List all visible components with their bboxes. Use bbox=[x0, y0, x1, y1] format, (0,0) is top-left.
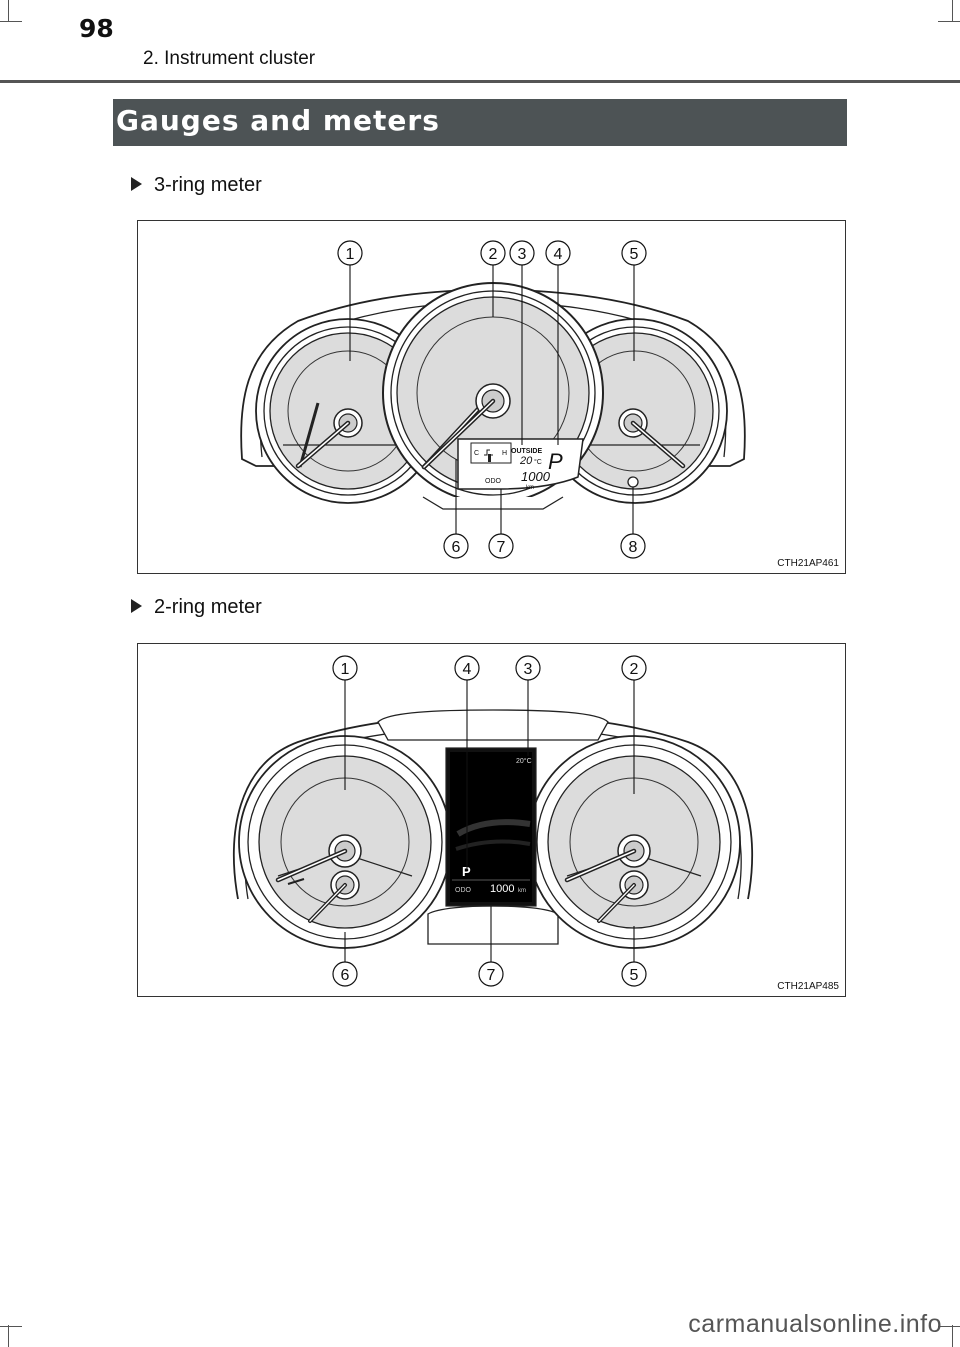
callout-6 bbox=[443, 533, 469, 559]
callout-2 bbox=[621, 655, 647, 681]
callout-label: 3 bbox=[524, 661, 533, 678]
figure-code: CTH21AP485 bbox=[777, 981, 839, 992]
callout-5 bbox=[621, 240, 647, 266]
callout-label: 8 bbox=[629, 539, 638, 556]
callout-label: 1 bbox=[346, 246, 355, 263]
display-temp-unit: °C bbox=[534, 458, 542, 466]
header-rule bbox=[0, 80, 960, 83]
figure-3-ring-meter: C H OUTSIDE 20 °C P ODO 1000 km 1 2 3 4 … bbox=[137, 220, 846, 574]
section-bar bbox=[113, 99, 847, 146]
callout-label: 2 bbox=[489, 246, 498, 263]
display-odo-value: 1000 bbox=[490, 883, 514, 895]
callout-label: 5 bbox=[630, 967, 639, 984]
callout-label: 6 bbox=[341, 967, 350, 984]
callout-3 bbox=[509, 240, 535, 266]
callout-6 bbox=[332, 961, 358, 987]
subsection-label: 3-ring meter bbox=[154, 174, 262, 196]
footer-watermark: carmanualsonline.info bbox=[688, 1310, 942, 1338]
display-gear-indicator: P bbox=[462, 864, 471, 879]
callout-4 bbox=[454, 655, 480, 681]
callout-label: 4 bbox=[554, 246, 563, 263]
callout-label: 1 bbox=[341, 661, 350, 678]
crop-mark bbox=[938, 21, 960, 22]
crop-mark bbox=[952, 0, 953, 22]
callout-label: 6 bbox=[452, 539, 461, 556]
callout-3 bbox=[515, 655, 541, 681]
callout-7 bbox=[478, 961, 504, 987]
crop-mark bbox=[0, 21, 22, 22]
display-odo-label: ODO bbox=[455, 887, 472, 894]
callout-label: 4 bbox=[463, 661, 472, 678]
triangle-bullet-icon bbox=[131, 599, 142, 613]
display-c-label: C bbox=[474, 450, 479, 457]
display-odo-value: 1000 bbox=[521, 469, 551, 484]
display-odo-unit: km bbox=[518, 888, 526, 894]
subsection-heading-3-ring: 3-ring meter bbox=[131, 174, 262, 197]
callout-label: 5 bbox=[630, 246, 639, 263]
callout-5 bbox=[621, 961, 647, 987]
crop-mark bbox=[938, 1326, 960, 1327]
callout-label: 2 bbox=[630, 661, 639, 678]
callout-1 bbox=[332, 655, 358, 681]
display-outside-temp: 20 bbox=[519, 455, 533, 467]
callout-7 bbox=[488, 533, 514, 559]
crop-mark bbox=[952, 1325, 953, 1347]
subsection-label: 2-ring meter bbox=[154, 596, 262, 618]
figure-code: CTH21AP461 bbox=[777, 558, 839, 569]
triangle-bullet-icon bbox=[131, 177, 142, 191]
figure-2-ring-meter: 20°C P ODO 1000 km 1 4 3 2 6 7 5 CTH21AP… bbox=[137, 643, 846, 997]
callout-8 bbox=[620, 533, 646, 559]
display-odo-label: ODO bbox=[485, 478, 502, 485]
page-number: 98 bbox=[79, 14, 114, 43]
display-gear-indicator: P bbox=[548, 449, 563, 474]
display-h-label: H bbox=[502, 450, 507, 457]
chapter-title: 2. Instrument cluster bbox=[143, 48, 316, 69]
crop-mark bbox=[0, 1326, 22, 1327]
display-outside-label: OUTSIDE bbox=[511, 448, 542, 455]
display-odo-unit: km bbox=[526, 485, 534, 491]
display-outside-temp: 20°C bbox=[516, 757, 532, 765]
crop-mark bbox=[8, 1325, 9, 1347]
callout-1 bbox=[337, 240, 363, 266]
crop-mark bbox=[8, 0, 9, 22]
callout-label: 3 bbox=[518, 246, 527, 263]
callout-2 bbox=[480, 240, 506, 266]
section-title: Gauges and meters bbox=[116, 104, 440, 137]
callout-label: 7 bbox=[487, 967, 496, 984]
callout-label: 7 bbox=[497, 539, 506, 556]
callout-4 bbox=[545, 240, 571, 266]
subsection-heading-2-ring: 2-ring meter bbox=[131, 596, 262, 619]
